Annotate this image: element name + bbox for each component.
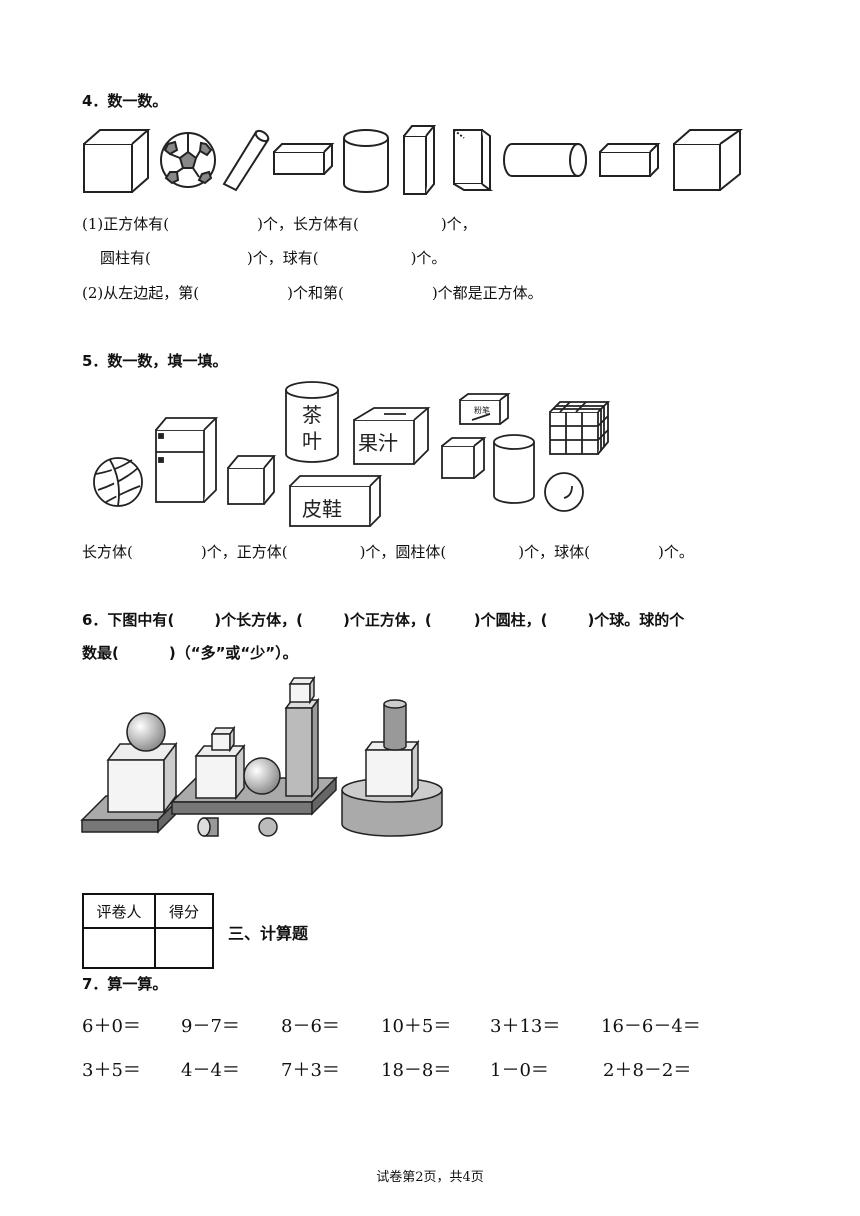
q6-l1c: )个正方体，(: [343, 611, 432, 629]
tilted-cylinder-shape: [222, 129, 270, 192]
cube-shape-small: [441, 437, 487, 479]
q5-e: )个。: [658, 543, 694, 561]
q4-l3b: )个和第(: [287, 284, 344, 302]
score-cell[interactable]: [154, 927, 214, 969]
page-footer: 试卷第2页，共4页: [376, 1170, 484, 1185]
calc-2-4: 18－8＝: [381, 1060, 452, 1081]
wheel-right: [258, 817, 278, 837]
calc-2-2: 4－4＝: [181, 1060, 240, 1081]
soccer-ball-shape: [160, 132, 216, 188]
tea-can-shape: 茶 叶: [285, 381, 339, 463]
q4-l1b: )个，长方体有(: [257, 215, 359, 233]
section-title: 三、计算题: [228, 924, 309, 943]
small-top-cube: [210, 725, 236, 753]
cube-on-tall-cuboid: [288, 675, 316, 705]
q6-l2a: 数最(: [82, 644, 119, 662]
q6-l1d: )个圆柱，(: [473, 611, 548, 629]
fridge-shape: [155, 417, 219, 503]
tall-cuboid-shape: [403, 125, 437, 195]
shoes-label: 皮鞋: [302, 497, 342, 521]
q5-b: )个，正方体(: [200, 543, 288, 561]
cube-shape-2: [673, 129, 744, 191]
chalk-box-shape: 粉笔: [459, 393, 511, 425]
score-header: 得分: [154, 893, 214, 929]
q6-line2: 数最( )（“多”或“少”）。: [82, 642, 298, 663]
tea-label-1: 茶: [302, 403, 322, 427]
calc-1-3: 8－6＝: [281, 1016, 340, 1037]
q4-title: 4．数一数。: [82, 92, 168, 110]
q6-l2b: )（“多”或“少”）。: [168, 644, 298, 662]
grader-header: 评卷人: [82, 893, 156, 929]
wheel-left: [197, 817, 219, 837]
q4-l1c: )个，: [440, 215, 477, 233]
q4-l2a: 圆柱有(: [100, 249, 151, 267]
q4-l2c: )个。: [410, 249, 447, 267]
cylinder-shape-q5: [493, 434, 535, 504]
grader-cell[interactable]: [82, 927, 156, 969]
q6-line1: 6．下图中有( )个长方体，( )个正方体，( )个圆柱，( )个球。球的个: [82, 609, 684, 630]
q5-objects-figure: 茶 叶 皮鞋 果汁 粉笔: [93, 381, 611, 527]
cylinder-shape: [343, 129, 389, 193]
cube-shape: [83, 129, 151, 193]
q6-l1a: 6．下图中有(: [82, 611, 175, 629]
calc-2-6: 2＋8－2＝: [603, 1060, 692, 1081]
q5-d: )个，球体(: [518, 543, 591, 561]
cube-box-shape: [227, 455, 276, 505]
q5-a: 长方体(: [82, 543, 133, 561]
chalk-label: 粉笔: [474, 405, 490, 415]
shoe-box-shape: 皮鞋: [289, 475, 383, 527]
q4-l2b: )个，球有(: [246, 249, 319, 267]
calc-2-3: 7＋3＝: [281, 1060, 340, 1081]
q4-shapes-figure: [83, 125, 744, 195]
calc-2-5: 1－0＝: [490, 1060, 549, 1081]
calc-1-2: 9－7＝: [181, 1016, 240, 1037]
q7-title: 7．算一算。: [82, 975, 168, 993]
q4-line1: (1)正方体有( )个，长方体有( )个，: [82, 213, 477, 234]
q4-line3: (2)从左边起，第( )个和第( )个都是正方体。: [82, 282, 543, 303]
tea-label-2: 叶: [302, 429, 322, 453]
volleyball-shape: [93, 457, 143, 507]
q5-c: )个，圆柱体(: [359, 543, 447, 561]
q4-l3c: )个都是正方体。: [431, 284, 543, 302]
q6-blocks-figure: [80, 675, 443, 837]
horizontal-cylinder-shape: [503, 143, 587, 177]
flat-cuboid-shape: [273, 143, 335, 175]
left-cube: [106, 741, 178, 815]
ball-shape: [544, 472, 584, 512]
score-box: 评卷人 得分: [82, 893, 214, 969]
middle-ball: [243, 757, 281, 795]
calc-2-1: 3＋5＝: [82, 1060, 141, 1081]
rubiks-cube-shape: [549, 401, 611, 455]
calc-1-6: 16－6－4＝: [601, 1016, 701, 1037]
q4-line2: 圆柱有( )个，球有( )个。: [100, 247, 446, 268]
small-cuboid-shape: [599, 143, 661, 177]
calc-1-1: 6＋0＝: [82, 1016, 141, 1037]
q5-answer-line: 长方体( )个，正方体( )个，圆柱体( )个，球体( )个。: [82, 541, 694, 562]
q6-l1b: )个长方体，(: [214, 611, 304, 629]
standing-cuboid-shape: [453, 129, 493, 191]
q4-l3a: (2)从左边起，第(: [82, 284, 200, 302]
middle-cube: [194, 743, 246, 801]
calc-1-5: 3＋13＝: [490, 1016, 561, 1037]
thin-cylinder: [383, 699, 407, 751]
juice-label: 果汁: [358, 431, 398, 455]
tall-cuboid: [284, 697, 320, 799]
juice-box-shape: 果汁: [353, 407, 431, 465]
q6-l1e: )个球。球的个: [587, 611, 685, 629]
q5-title: 5．数一数，填一填。: [82, 352, 228, 370]
q4-l1a: (1)正方体有(: [82, 215, 170, 233]
left-ball: [126, 712, 166, 752]
calc-1-4: 10＋5＝: [381, 1016, 452, 1037]
